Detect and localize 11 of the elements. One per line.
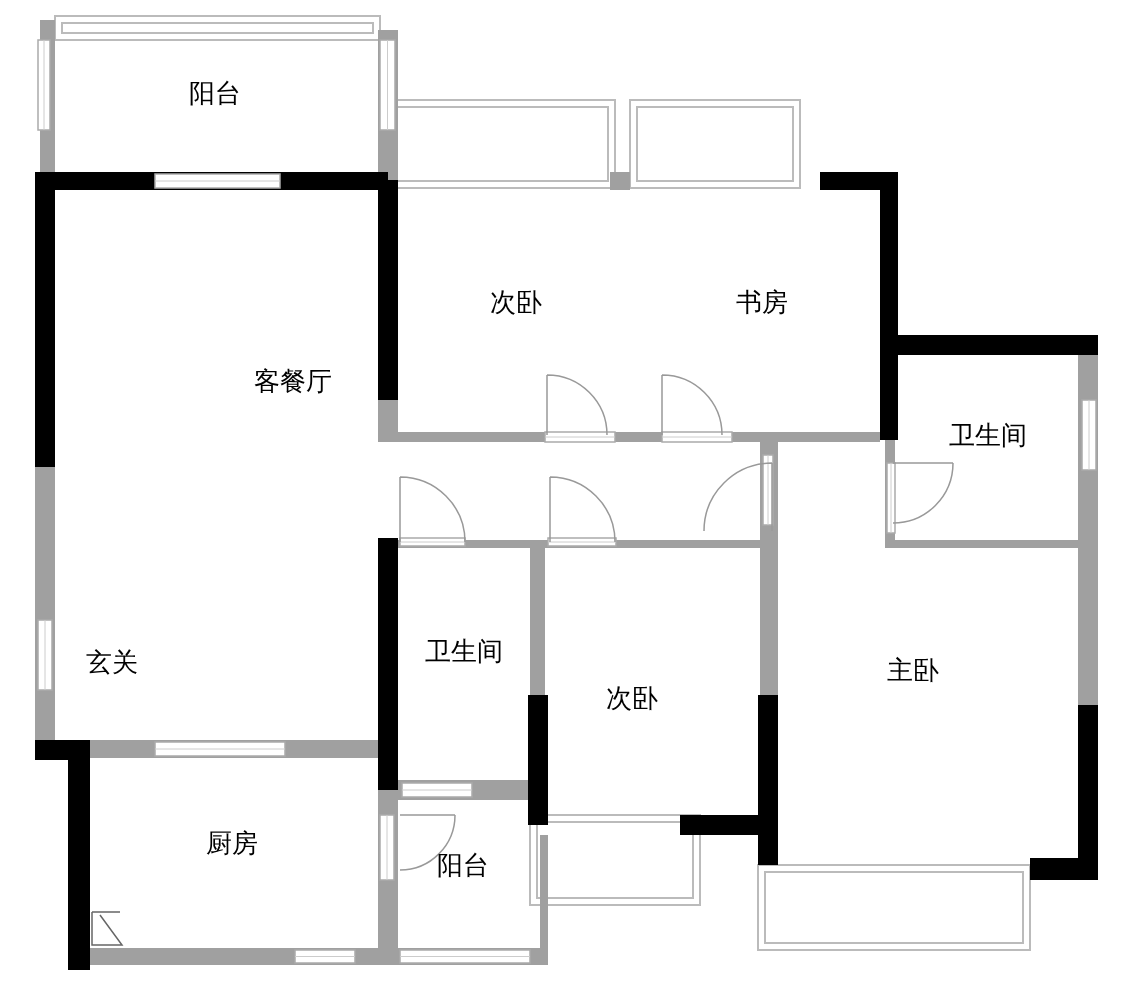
- room-label: 次卧: [490, 289, 542, 315]
- room-label: 次卧: [606, 685, 658, 711]
- room-label: 客餐厅: [254, 368, 332, 394]
- room-label: 书房: [736, 289, 788, 315]
- room-label: 玄关: [86, 649, 138, 675]
- room-label: 阳台: [437, 852, 489, 878]
- room-label: 阳台: [189, 80, 241, 106]
- room-label: 卫生间: [949, 422, 1027, 448]
- room-label: 卫生间: [425, 638, 503, 664]
- room-label: 主卧: [887, 657, 939, 683]
- room-label: 厨房: [206, 830, 258, 856]
